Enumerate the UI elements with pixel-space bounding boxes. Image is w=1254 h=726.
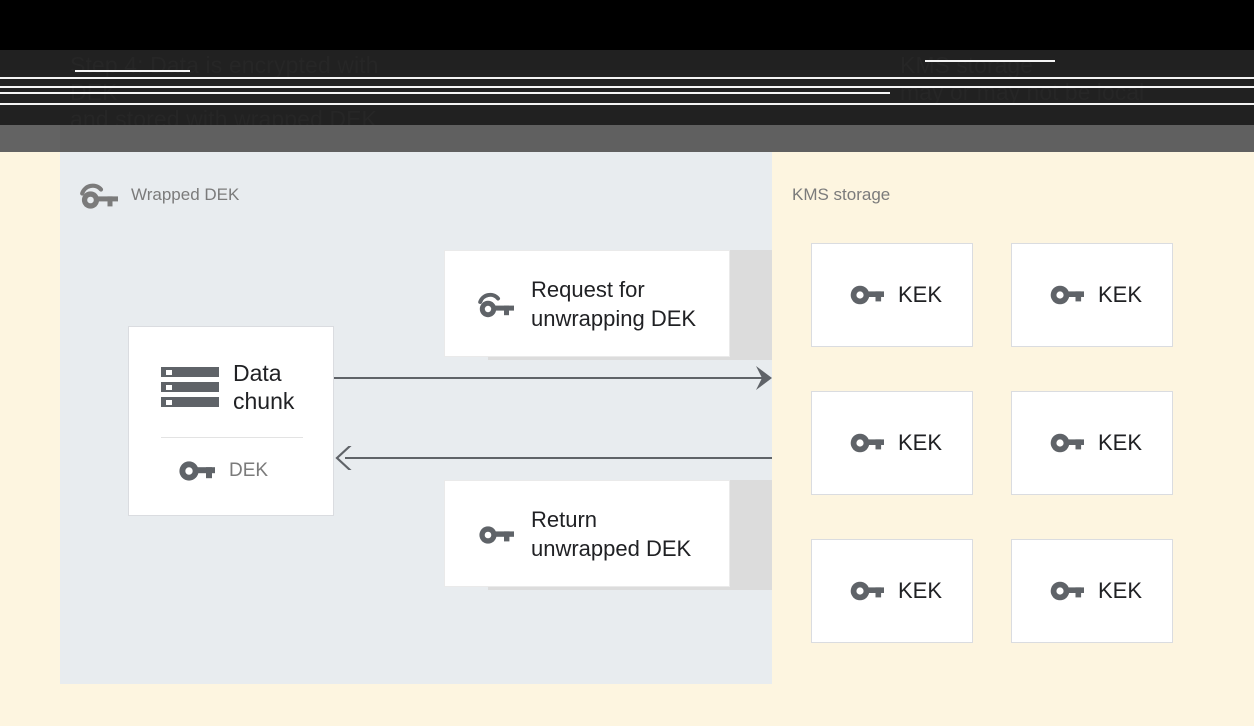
key-icon <box>179 459 215 483</box>
data-chunk-card[interactable]: Data chunk DEK <box>128 326 334 516</box>
data-chunk-header: Data chunk <box>161 359 294 415</box>
scanline <box>0 103 1254 105</box>
return-arrow-line <box>345 457 772 459</box>
kms-storage-panel-label: KMS storage <box>792 185 891 204</box>
kek-box-label: KEK <box>1098 430 1143 455</box>
kek-box[interactable]: KEK <box>811 539 973 643</box>
return-card-label: Return unwrapped DEK <box>531 506 692 561</box>
key-icon <box>850 579 884 603</box>
kek-box[interactable]: KEK <box>1011 391 1173 495</box>
kek-box-label: KEK <box>1098 578 1143 603</box>
request-card-label: Request for unwrapping DEK <box>531 276 697 331</box>
key-icon <box>1050 431 1084 455</box>
key-icon <box>1050 283 1084 307</box>
top-chrome-bar: Step 4: Data is encrypted with DEK and s… <box>0 0 1254 132</box>
kek-box-label: KEK <box>898 578 943 603</box>
kek-box-label: KEK <box>898 430 943 455</box>
wrapped-dek-panel-label: Wrapped DEK <box>131 185 240 204</box>
kek-box[interactable]: KEK <box>811 391 973 495</box>
request-unwrapping-dek-card[interactable]: Request for unwrapping DEK <box>444 250 730 357</box>
chrome-toolbar-notch <box>0 125 60 152</box>
slide-title-right: KMS storage may or may not be local <box>900 52 1145 105</box>
scanline <box>0 92 890 94</box>
return-unwrapped-dek-card[interactable]: Return unwrapped DEK <box>444 480 730 587</box>
scanline <box>925 60 1055 62</box>
kek-box-label: KEK <box>898 282 943 307</box>
scanline <box>75 70 190 72</box>
request-arrow-line <box>334 377 764 379</box>
key-icon <box>1050 579 1084 603</box>
data-chunk-dek-label: DEK <box>229 460 269 481</box>
storage-icon <box>161 366 219 408</box>
wrapped-key-icon <box>477 287 515 321</box>
data-chunk-divider <box>161 437 303 438</box>
kek-box-label: KEK <box>1098 282 1143 307</box>
kek-box[interactable]: KEK <box>811 243 973 347</box>
chrome-toolbar-band <box>0 125 1254 152</box>
return-arrow-head-icon <box>334 446 352 470</box>
request-arrow-head-icon <box>756 366 776 390</box>
key-icon <box>850 283 884 307</box>
scanline <box>0 86 1254 88</box>
key-icon <box>477 517 515 551</box>
kek-box[interactable]: KEK <box>1011 539 1173 643</box>
slide-title-left: Step 4: Data is encrypted with DEK and s… <box>70 52 379 132</box>
key-icon <box>850 431 884 455</box>
scanline <box>0 77 1254 79</box>
data-chunk-title: Data chunk <box>233 360 295 414</box>
kek-box[interactable]: KEK <box>1011 243 1173 347</box>
wrapped-key-icon <box>79 180 119 210</box>
data-chunk-dek-row: DEK <box>179 459 268 483</box>
